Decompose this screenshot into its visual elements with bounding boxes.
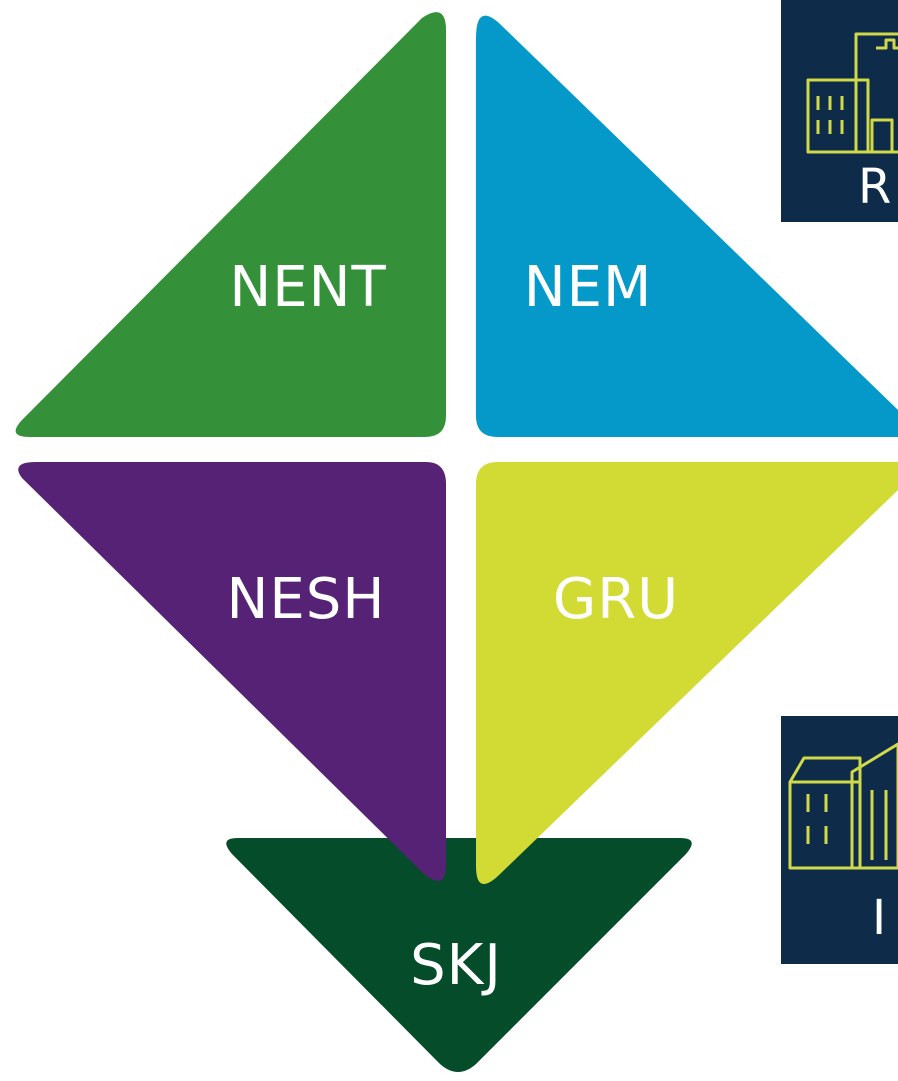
nem-label: NEM — [524, 255, 653, 320]
triangle-nem — [476, 15, 898, 437]
triangle-skj — [226, 838, 692, 1072]
card-hospital-label: R — [858, 159, 891, 215]
nesh-label: NESH — [227, 567, 386, 632]
triangle-gru — [476, 462, 898, 884]
classical-building-icon — [788, 742, 898, 870]
card-hospital: R — [781, 0, 898, 222]
card-hospital-bg — [781, 0, 898, 222]
card-institution-label: I — [872, 890, 886, 946]
skj-label: SKJ — [410, 933, 502, 998]
nent-label: NENT — [229, 255, 386, 320]
triangle-nesh — [18, 462, 447, 882]
gru-label: GRU — [553, 567, 679, 632]
hospital-building-icon — [806, 32, 898, 154]
triangle-nent — [15, 12, 446, 437]
card-institution: I — [781, 716, 898, 964]
